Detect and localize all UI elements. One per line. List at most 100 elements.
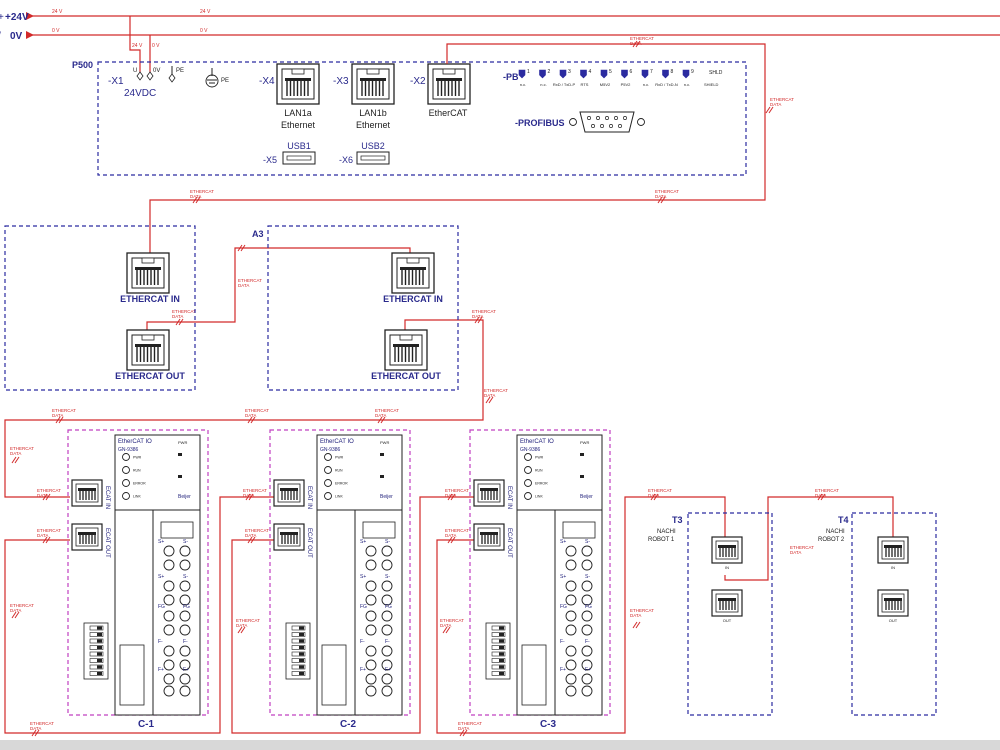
terminal-screw-icon <box>365 610 377 622</box>
terminal-screw-icon <box>179 594 191 606</box>
ecat-in-port-icon <box>473 479 505 507</box>
bottom-scroll-bar[interactable] <box>0 740 1000 750</box>
terminal-screw-icon <box>179 559 191 571</box>
terminal-screw-icon <box>381 645 393 657</box>
wire-tick <box>632 621 641 629</box>
label-window <box>562 521 596 539</box>
terminal-label: S- <box>385 574 390 580</box>
terminal-screw-icon <box>381 559 393 571</box>
terminal-screw-icon <box>565 645 577 657</box>
led-label: RUN <box>535 469 543 473</box>
cable-label-sub: DATA <box>458 726 469 731</box>
terminal-label: F+ <box>158 667 164 673</box>
terminal-label: FG <box>183 604 190 610</box>
pb-pin-icon <box>559 69 567 79</box>
terminal-screw-icon <box>163 685 175 697</box>
coupler-pwr: PWR <box>380 440 389 445</box>
pb-pin-name: n.c. <box>540 82 546 87</box>
cable-label-sub: DATA <box>655 194 666 199</box>
terminal-label: FG <box>158 604 165 610</box>
ecat-out-label: ECAT OUT <box>104 528 110 558</box>
terminal-screw-icon <box>163 594 175 606</box>
pb-pin-icon <box>682 69 690 79</box>
led-icon <box>122 479 130 487</box>
led-icon <box>324 466 332 474</box>
terminal-screw-icon <box>581 645 593 657</box>
led-label: PWR <box>133 456 142 460</box>
terminal-screw-icon <box>163 624 175 636</box>
led-icon <box>524 479 532 487</box>
terminal-u-icon <box>136 71 144 81</box>
led-icon <box>122 453 130 461</box>
x4-label: -X4 <box>259 76 275 87</box>
t4-line2: ROBOT 2 <box>818 537 845 543</box>
cable-label-sub: DATA <box>52 413 63 418</box>
t3-out-port-icon <box>711 589 743 617</box>
dip-switch-icon <box>83 622 109 680</box>
status-mark-icon <box>178 475 182 478</box>
led-label: RUN <box>335 469 343 473</box>
status-mark-icon <box>178 453 182 456</box>
terminal-screw-icon <box>163 580 175 592</box>
led-label: PWR <box>535 456 544 460</box>
led-label: RUN <box>133 469 141 473</box>
cable-label-sub: DATA <box>30 726 41 731</box>
terminal-screw-icon <box>581 685 593 697</box>
terminal-screw-icon <box>179 624 191 636</box>
coupler-model: GN-9386 <box>118 447 139 453</box>
led-icon <box>122 466 130 474</box>
cable-label-name: ETHERCAT <box>815 488 839 493</box>
pb-pin-name: n.c. <box>684 82 690 87</box>
terminal-screw-icon <box>365 559 377 571</box>
led-icon <box>324 453 332 461</box>
rail-tag-0b: 0 V <box>200 28 208 34</box>
label-window <box>362 521 396 539</box>
supply-rails: + +24V / 0V 24 V 24 V 0 V 0 V 24 V 0 V <box>0 9 1000 72</box>
cable-label-sub: DATA <box>10 608 21 613</box>
terminal-label: S+ <box>360 539 366 545</box>
pb-pin-name: P5V2 <box>621 82 632 87</box>
pb-pin-icon <box>580 69 587 79</box>
x1-label: -X1 <box>108 76 124 87</box>
cable-label-name: ETHERCAT <box>472 309 496 314</box>
cable-label-name: ETHERCAT <box>245 408 269 413</box>
ecat-in-port-icon <box>273 479 305 507</box>
cable-label-name: ETHERCAT <box>245 528 269 533</box>
terminal-label: F+ <box>360 667 366 673</box>
x4-rj45-icon <box>276 63 320 105</box>
pb-label: -PB <box>503 72 519 82</box>
cable-label-sub: DATA <box>445 533 456 538</box>
terminal-screw-icon <box>365 545 377 557</box>
terminal-label: F+ <box>385 667 391 673</box>
cable-label-name: ETHERCAT <box>243 488 267 493</box>
ecat-in-label: ECAT IN <box>104 486 110 509</box>
terminal-screw-icon <box>565 673 577 685</box>
a3-in-rj45-icon <box>391 252 435 294</box>
terminal-label: S- <box>585 539 590 545</box>
terminal-screw-icon <box>365 580 377 592</box>
status-mark-icon <box>580 453 584 456</box>
cable-label-sub: DATA <box>10 451 21 456</box>
cable-label-name: ETHERCAT <box>30 721 54 726</box>
cover-panel <box>521 644 547 706</box>
terminal-label: F+ <box>183 667 189 673</box>
a3-in-label: ETHERCAT IN <box>383 294 443 304</box>
x3-rj45-icon <box>351 63 395 105</box>
x6-label: -X6 <box>339 155 353 165</box>
a3-out-rj45-icon <box>384 329 428 371</box>
cable-label-sub: DATA <box>770 102 781 107</box>
cable-label-sub: DATA <box>236 623 247 628</box>
terminal-label: F+ <box>585 667 591 673</box>
plus24-prefix: + <box>0 12 4 23</box>
terminal-screw-icon <box>163 545 175 557</box>
terminal-label: S+ <box>158 574 164 580</box>
led-icon <box>524 466 532 474</box>
